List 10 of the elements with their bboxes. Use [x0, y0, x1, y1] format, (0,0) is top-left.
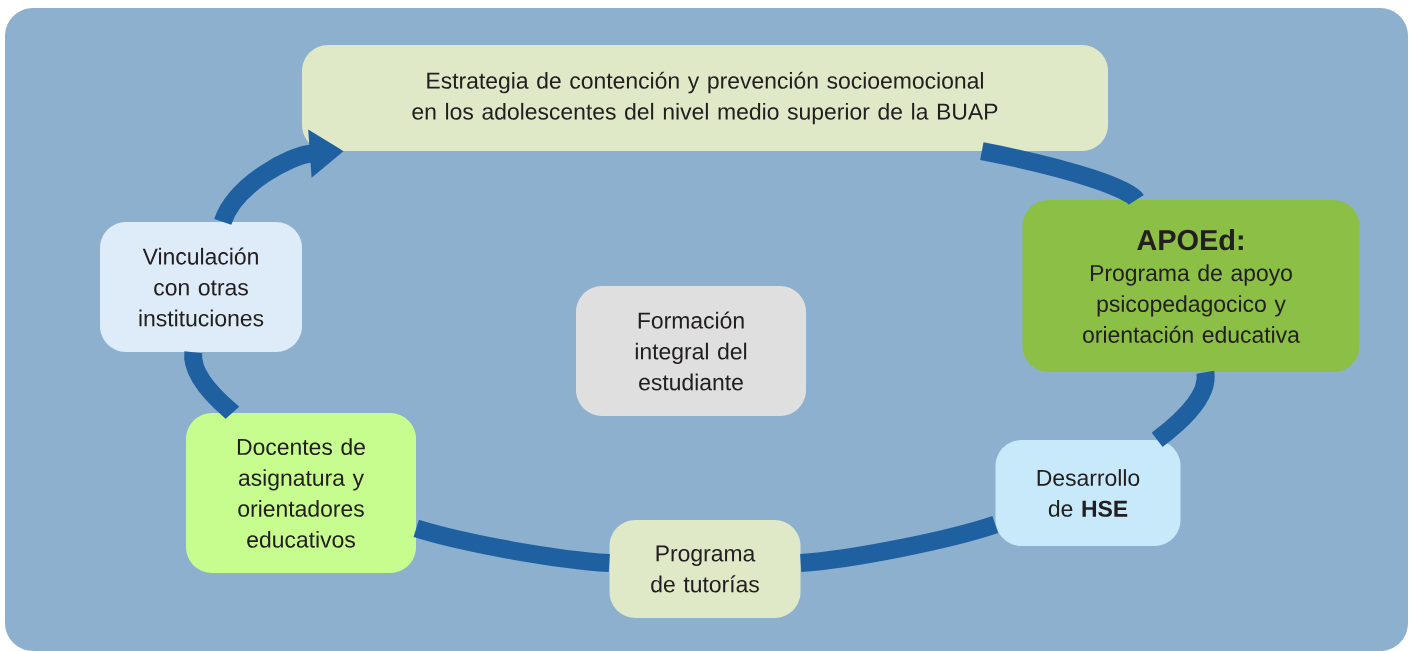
text-box: APOEd: Programa de apoyo psicopedagocico y orientación educativa: [1022, 200, 1360, 372]
text-box: Estrategia de contención y prevención socioemocional en los adolescentes del nivel medio superior de la BUAP: [302, 45, 1108, 151]
text-box: Formación integral del estudiante: [576, 286, 806, 416]
text-box: Programa de tutorías: [609, 520, 801, 618]
text-box: Desarrollo de HSE: [995, 440, 1181, 546]
text-box: Vinculación con otras instituciones: [100, 222, 302, 352]
text-box: Docentes de asignatura y orientadores educativos: [186, 413, 416, 573]
connector-line: [413, 519, 610, 573]
connector-line: [980, 142, 1143, 206]
connector-line: [799, 516, 999, 573]
